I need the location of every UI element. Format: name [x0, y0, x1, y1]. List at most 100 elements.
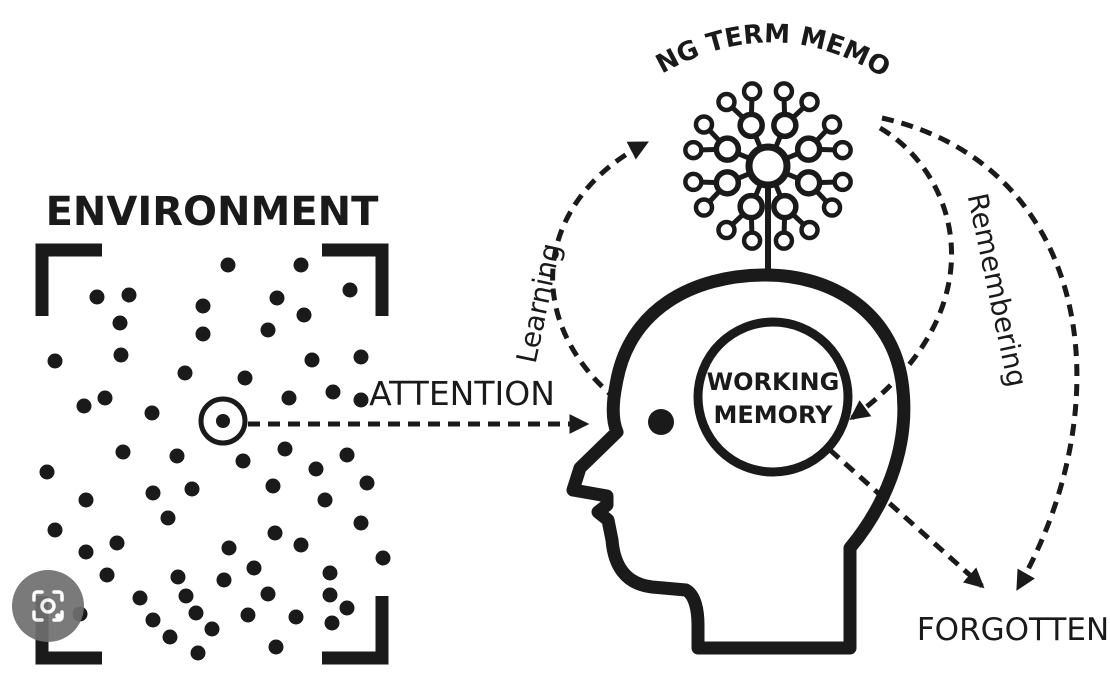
neuron-terminal: [773, 230, 795, 251]
stimulus-dot: [246, 560, 262, 576]
stimulus-dot: [89, 289, 105, 305]
stimulus-dot: [144, 405, 160, 421]
attended-stimulus: [198, 396, 248, 446]
stimulus-dot: [169, 448, 185, 464]
stimulus-dot: [76, 398, 92, 414]
stimulus-dot: [353, 515, 369, 531]
neuron-terminal: [683, 139, 704, 161]
stimulus-dot: [220, 257, 236, 273]
stimulus-dot: [240, 607, 256, 623]
stimulus-dot: [267, 525, 283, 541]
stimulus-dot: [317, 492, 333, 508]
neuron-nodes: [683, 81, 853, 251]
stimulus-dot: [145, 612, 161, 628]
neuron-branch-node: [794, 135, 823, 163]
neuron-terminal: [773, 81, 795, 102]
eye: [648, 409, 674, 435]
stimulus-dot: [260, 586, 276, 602]
neuron-branch-node: [713, 135, 742, 163]
stimulus-dot: [190, 645, 206, 661]
neuron-terminal: [799, 219, 820, 241]
stimulus-dot: [160, 510, 176, 526]
stimulus-dot: [322, 565, 338, 581]
stimulus-dot: [265, 478, 281, 494]
stimulus-dot: [324, 615, 340, 631]
stimulus-dot: [97, 390, 113, 406]
learning-arrow: [550, 140, 649, 402]
neuron-terminal: [821, 197, 843, 218]
stimulus-dot: [293, 257, 309, 273]
neuron-core: [745, 143, 791, 189]
stimulus-dot: [296, 307, 312, 323]
stimulus-dot: [269, 290, 285, 306]
visual-search-lens-button[interactable]: [12, 570, 84, 642]
stimulus-dot: [216, 572, 232, 588]
stimulus-dot: [39, 464, 55, 480]
neuron-terminal: [716, 91, 737, 113]
neuron-branch-node: [737, 111, 765, 140]
neuron-terminal: [832, 139, 853, 161]
stimulus-dot: [109, 535, 125, 551]
neuron-terminal: [716, 219, 737, 241]
stimulus-dot: [47, 353, 63, 369]
stimulus-dot: [221, 540, 237, 556]
stimulus-dot: [342, 282, 358, 298]
stimulus-dot: [235, 453, 251, 469]
stimulus-dot: [304, 352, 320, 368]
neuron-branch-node: [713, 169, 742, 197]
stimulus-dot: [188, 605, 204, 621]
neuron-branch-node: [794, 169, 823, 197]
neuron-terminal: [741, 230, 763, 251]
stimulus-dot: [353, 349, 369, 365]
stimulus-dot: [162, 629, 178, 645]
stimulus-dot: [121, 287, 137, 303]
stimulus-dot: [47, 522, 63, 538]
stimulus-dot: [145, 485, 161, 501]
head-silhouette: [566, 268, 911, 655]
working-memory-label-line2: MEMORY: [713, 401, 833, 429]
remembering-arrow: [849, 125, 955, 421]
neuron-terminal: [832, 171, 853, 193]
working-memory-label-line1: WORKING: [707, 368, 840, 396]
stimulus-dot: [277, 441, 293, 457]
stimulus-dot: [325, 384, 341, 400]
stimulus-dot: [281, 390, 297, 406]
working-memory-circle: [693, 317, 853, 477]
stimulus-dot: [375, 550, 391, 566]
neuron-branch-node: [771, 111, 799, 140]
stimulus-dot: [184, 481, 200, 497]
stimulus-dot: [113, 347, 129, 363]
forgotten-arrow-from-working-memory: [828, 448, 985, 589]
neuron-branch-node: [771, 192, 799, 221]
neuron-terminal: [821, 114, 843, 135]
stimulus-dot: [339, 600, 355, 616]
stimulus-dot: [268, 639, 284, 655]
environment-stimuli: [39, 257, 391, 661]
stimulus-dot: [178, 588, 194, 604]
stimulus-dot: [170, 569, 186, 585]
neuron-branch-node: [737, 192, 765, 221]
learning-label: Learning: [510, 240, 568, 366]
stimulus-dot: [260, 322, 276, 338]
stimulus-dot: [308, 461, 324, 477]
attention-label: ATTENTION: [369, 374, 555, 413]
stimulus-dot: [195, 326, 211, 342]
stimulus-dot: [353, 392, 369, 408]
stimulus-dot: [78, 492, 94, 508]
stimulus-dot: [177, 365, 193, 381]
neuron-terminal: [693, 114, 715, 135]
long-term-memory-network: [683, 81, 853, 251]
stimulus-dot: [112, 315, 128, 331]
environment-title: ENVIRONMENT: [46, 189, 380, 235]
stimulus-dot: [288, 609, 304, 625]
stimulus-dot: [132, 590, 148, 606]
lens-icon: [32, 590, 64, 622]
neuron-terminal: [741, 81, 763, 102]
neuron-terminal: [683, 171, 704, 193]
stimulus-dot: [115, 444, 131, 460]
stimulus-dot: [339, 447, 355, 463]
stimulus-dot: [78, 544, 94, 560]
neuron-terminal: [693, 197, 715, 218]
